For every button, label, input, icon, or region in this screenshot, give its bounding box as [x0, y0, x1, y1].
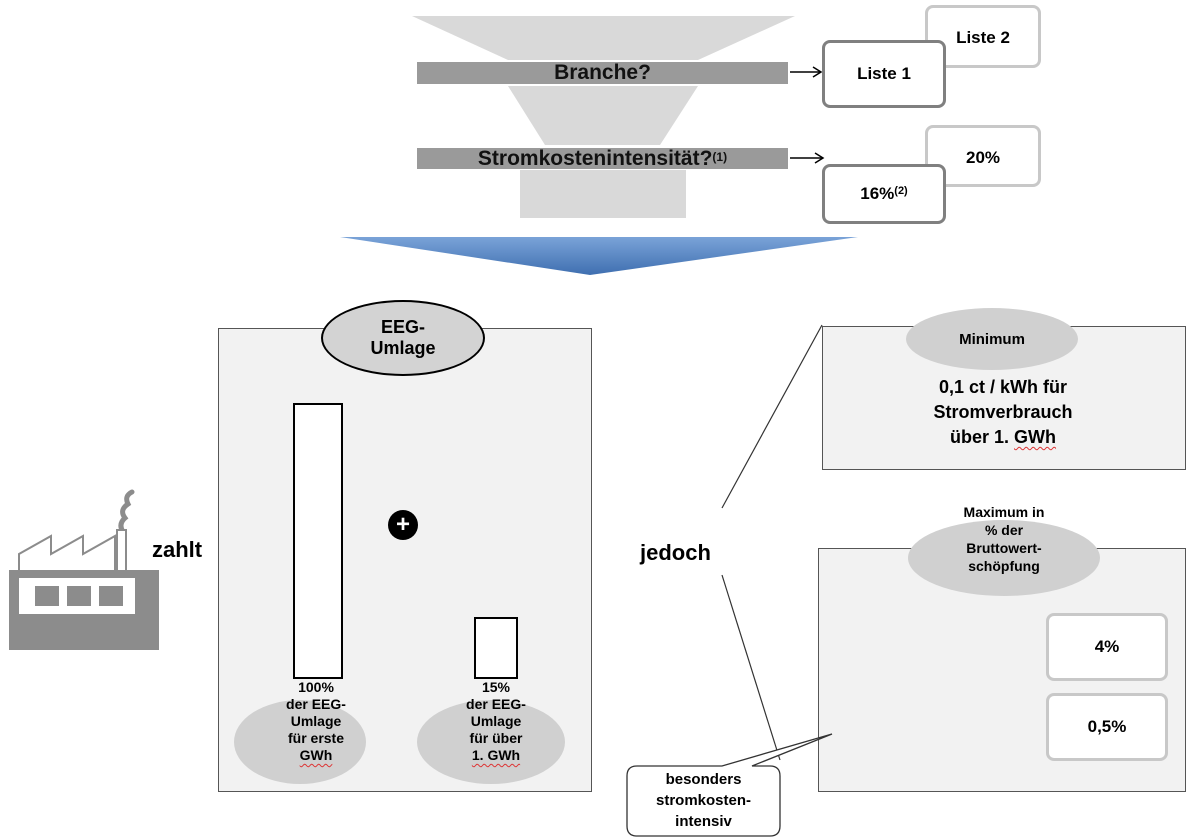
value-05pct-box: 0,5% — [1046, 693, 1168, 761]
threshold-16-footnote: (2) — [894, 185, 908, 197]
funnel-bar-stromkosten: Stromkostenintensität?(1) — [417, 146, 788, 170]
minimum-line2: Stromverbrauch — [933, 402, 1073, 422]
eeg-title-ellipse: EEG- Umlage — [321, 300, 485, 376]
maximum-line4: schöpfung — [968, 558, 1040, 574]
threshold-16-label: 16% — [860, 184, 895, 203]
maximum-line3: Bruttowert- — [966, 540, 1042, 556]
minimum-title-ellipse: Minimum — [906, 308, 1078, 370]
value-4pct-box: 4% — [1046, 613, 1168, 681]
maximum-line2: % der — [984, 522, 1024, 538]
bar2-line1: der EEG- — [466, 696, 526, 712]
plus-symbol: + — [395, 511, 410, 538]
bar2-line2: Umlage — [470, 713, 522, 729]
minimum-text: 0,1 ct / kWh für Stromverbrauch über 1. … — [822, 375, 1184, 450]
minimum-title: Minimum — [959, 330, 1025, 348]
bar2-pct: 15% — [481, 679, 511, 695]
bar1-label: 100% der EEG- Umlage für erste GWh — [250, 679, 382, 764]
threshold-16-card: 16%(2) — [822, 164, 946, 224]
funnel-mid — [508, 86, 698, 145]
maximum-title-ellipse — [908, 520, 1100, 596]
funnel-bottom — [520, 170, 686, 218]
callout-line3: intensiv — [675, 813, 732, 830]
stromkosten-footnote: (1) — [712, 149, 728, 164]
minimum-gwh: GWh — [1014, 427, 1057, 447]
bar1-line1: der EEG- — [286, 696, 346, 712]
callout-line2: stromkosten- — [655, 792, 752, 809]
minimum-line1: 0,1 ct / kWh für — [938, 377, 1068, 397]
minimum-line3: über 1. GWh — [949, 427, 1057, 447]
bar1-line3: für erste — [287, 730, 345, 746]
bar2-label-ellipse — [417, 700, 565, 784]
stromkosten-label: Stromkostenintensität? — [477, 146, 713, 170]
threshold-20-label: 20% — [965, 148, 1001, 167]
arrow-branche — [790, 66, 823, 78]
line-to-minimum — [721, 324, 823, 509]
funnel-bar-branche: Branche? — [417, 61, 788, 84]
blue-arrow — [340, 237, 858, 275]
zahlt-label: zahlt — [152, 537, 203, 562]
bar-15pct — [474, 617, 518, 679]
factory-icon-large — [9, 492, 159, 650]
bar1-label-ellipse — [234, 700, 366, 784]
value-05pct: 0,5% — [1087, 717, 1127, 736]
bar-100pct — [293, 403, 343, 679]
branche-label: Branche? — [554, 61, 651, 84]
liste1-label: Liste 1 — [857, 64, 911, 83]
value-4pct: 4% — [1094, 637, 1120, 656]
jedoch-label: jedoch — [640, 540, 711, 565]
plus-icon: + — [388, 510, 418, 540]
liste1-card: Liste 1 — [822, 40, 946, 108]
maximum-line1: Maximum in — [963, 504, 1045, 520]
bar1-pct: 100% — [298, 679, 334, 695]
line-to-maximum — [721, 574, 781, 761]
bar2-label: 15% der EEG- Umlage für über 1. GWh — [430, 679, 562, 764]
eeg-title-line2: Umlage — [370, 338, 436, 358]
maximum-title: Maximum in % der Bruttowert- schöpfung — [908, 503, 1100, 575]
bar1-line2: Umlage — [290, 713, 342, 729]
arrow-stromkosten — [790, 152, 825, 164]
callout-text: besonders stromkosten- intensiv — [627, 769, 780, 832]
eeg-title-line1: EEG- — [380, 317, 425, 337]
funnel-top — [412, 16, 795, 60]
callout-line1: besonders — [665, 771, 742, 788]
bar1-line4: GWh — [299, 747, 333, 763]
liste2-label: Liste 2 — [956, 28, 1010, 47]
bar2-line4: 1. GWh — [471, 747, 521, 763]
bar2-line3: für über — [469, 730, 523, 746]
